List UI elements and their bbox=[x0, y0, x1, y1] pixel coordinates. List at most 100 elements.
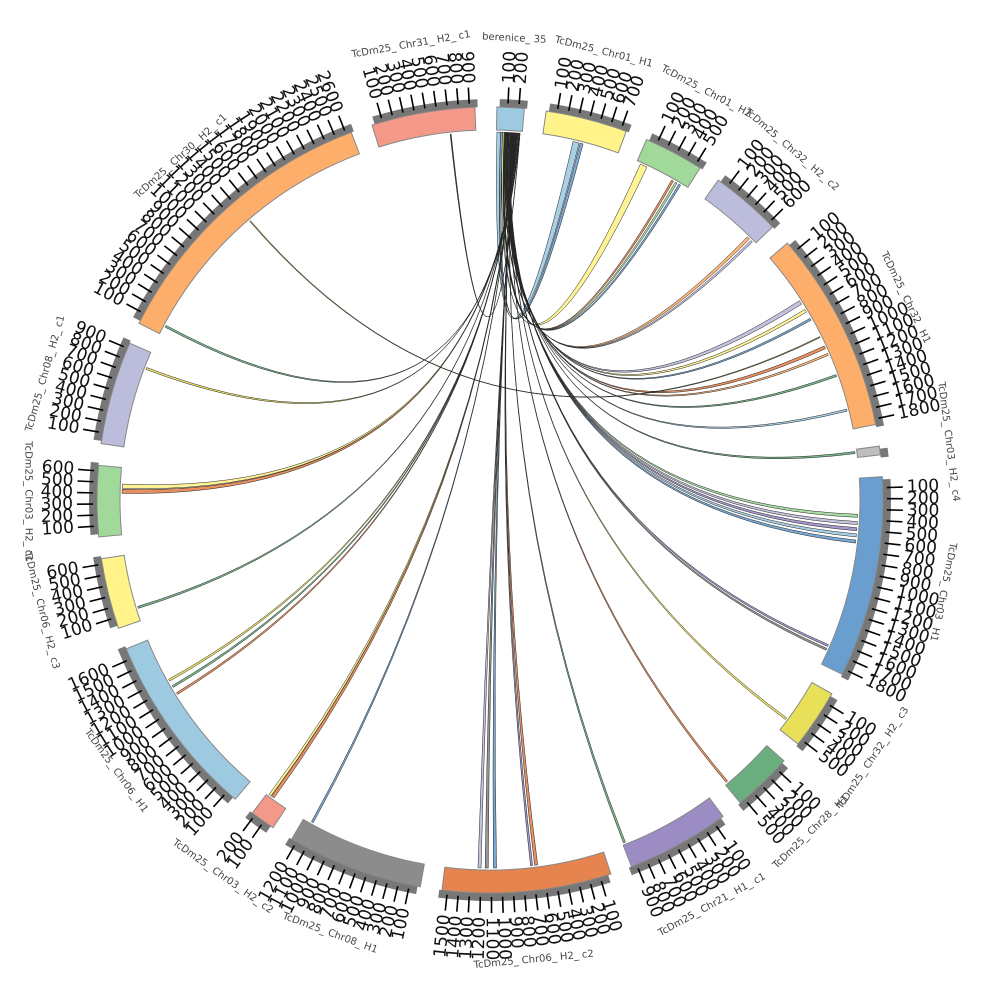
tick-mark bbox=[89, 596, 106, 603]
tick-label: 1400 bbox=[443, 915, 466, 960]
segment-axis-band bbox=[840, 479, 892, 681]
tick-label: 300 bbox=[907, 500, 940, 521]
tick-mark bbox=[873, 391, 889, 398]
tick-mark bbox=[869, 380, 886, 387]
tick-mark bbox=[746, 184, 758, 198]
tick-mark bbox=[421, 92, 426, 109]
tick-mark bbox=[151, 727, 166, 739]
tick-mark bbox=[567, 95, 573, 112]
tick-mark bbox=[121, 679, 137, 689]
tick-mark bbox=[295, 850, 305, 866]
tick-mark bbox=[546, 892, 551, 909]
tick-mark bbox=[862, 358, 879, 366]
segment[interactable]: 100200300400500600700800900100011001200T… bbox=[255, 818, 425, 956]
link-ribbon bbox=[477, 132, 516, 869]
tick-mark bbox=[883, 553, 900, 558]
tick-mark bbox=[697, 837, 707, 853]
link-ribbon bbox=[510, 132, 828, 651]
segment-ideogram bbox=[622, 797, 724, 868]
tick-mark bbox=[771, 779, 784, 792]
tick-mark bbox=[242, 817, 254, 832]
tick-mark bbox=[696, 147, 707, 162]
tick-mark bbox=[116, 669, 132, 679]
tick-mark bbox=[77, 514, 94, 517]
tick-mark bbox=[667, 130, 677, 146]
tick-mark bbox=[762, 200, 776, 213]
tick-mark bbox=[131, 293, 147, 303]
tick-mark bbox=[126, 303, 141, 313]
tick-mark bbox=[512, 896, 516, 913]
tick-mark bbox=[647, 863, 656, 880]
tick-mark bbox=[687, 141, 697, 157]
tick-mark bbox=[219, 186, 232, 200]
segment-axis-band bbox=[879, 447, 889, 458]
tick-mark bbox=[854, 336, 871, 345]
link-ribbon bbox=[504, 132, 750, 348]
segment-name-label: TcDm25_ Chr03_ H2_ c1 bbox=[22, 440, 33, 562]
tick-mark bbox=[578, 97, 584, 114]
tick-label: 1100 bbox=[482, 917, 502, 960]
tick-mark bbox=[845, 315, 861, 325]
tick-mark bbox=[524, 895, 528, 912]
segment[interactable]: 1002003004005006007008009001000110012001… bbox=[65, 639, 251, 841]
link-ribbon bbox=[268, 132, 517, 797]
tick-mark bbox=[861, 639, 877, 647]
tick-mark bbox=[186, 218, 200, 231]
tick-mark bbox=[178, 227, 192, 240]
segment[interactable]: 1002003004005006007008009001000110012001… bbox=[90, 68, 361, 335]
tick-label: 600 bbox=[540, 911, 564, 946]
tick-mark bbox=[137, 283, 153, 293]
tick-mark bbox=[589, 100, 596, 117]
tick-mark bbox=[127, 689, 143, 699]
tick-mark bbox=[444, 894, 448, 911]
tick-mark bbox=[92, 607, 109, 614]
tick-label: 100 bbox=[906, 476, 939, 497]
tick-mark bbox=[840, 305, 856, 315]
segment-axis-band bbox=[548, 103, 632, 133]
tick-mark bbox=[143, 273, 159, 284]
tick-mark bbox=[501, 896, 504, 913]
tick-mark bbox=[754, 192, 767, 206]
tick-mark bbox=[212, 794, 225, 808]
segment-axis-band bbox=[499, 99, 528, 109]
tick-mark bbox=[165, 745, 180, 757]
tick-mark bbox=[834, 295, 850, 305]
tick-mark bbox=[306, 129, 315, 145]
tick-mark bbox=[382, 883, 388, 900]
tick-mark bbox=[432, 90, 437, 107]
tick-mark bbox=[600, 103, 607, 120]
tick-mark bbox=[370, 880, 378, 896]
tick-mark bbox=[877, 586, 894, 592]
segment[interactable]: 1002003004005006007008009001000110012001… bbox=[430, 851, 626, 971]
tick-mark bbox=[77, 480, 94, 483]
tick-mark bbox=[246, 165, 258, 180]
tick-mark bbox=[172, 754, 187, 766]
tick-mark bbox=[467, 896, 471, 913]
tick-mark bbox=[763, 786, 776, 800]
tick-label: 700 bbox=[902, 547, 937, 571]
tick-mark bbox=[770, 208, 784, 221]
tick-mark bbox=[77, 525, 94, 529]
tick-mark bbox=[398, 96, 404, 113]
tick-label: 700 bbox=[431, 52, 454, 86]
segment[interactable]: 1002003004005006007008009001000110012001… bbox=[820, 476, 959, 708]
tick-mark bbox=[823, 275, 838, 286]
tick-label: 200 bbox=[511, 51, 533, 85]
tick-mark bbox=[797, 238, 811, 250]
tick-mark bbox=[829, 285, 844, 296]
tick-mark bbox=[886, 486, 903, 489]
segment-ideogram bbox=[251, 793, 287, 829]
tick-mark bbox=[404, 888, 410, 905]
tick-mark bbox=[879, 575, 896, 581]
segment-axis-band bbox=[372, 99, 478, 125]
tick-mark bbox=[145, 718, 160, 729]
